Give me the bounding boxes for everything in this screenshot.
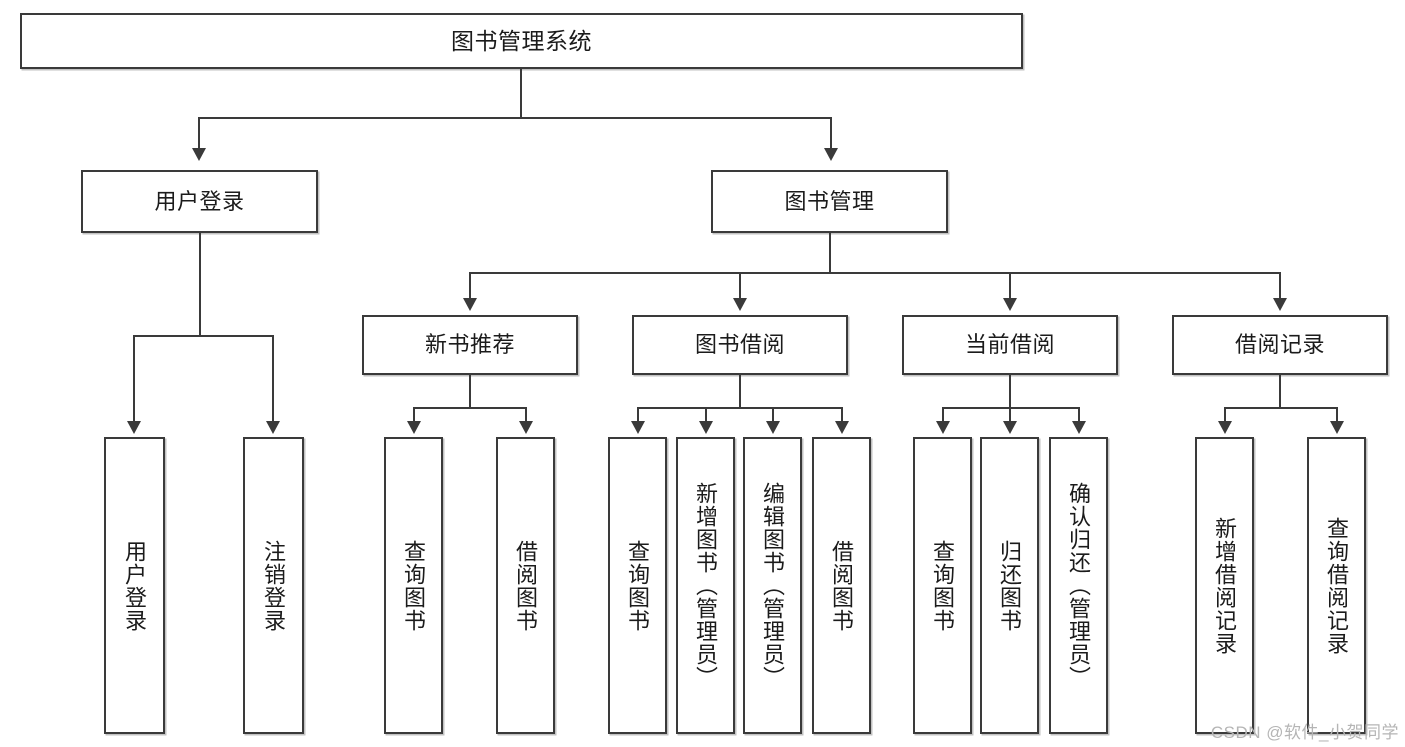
node-current-borrow-label: 当前借阅 (964, 332, 1055, 357)
arrow-cb-leaf-1 (936, 421, 950, 434)
connector-bb-drop-4 (841, 407, 843, 423)
connector-book-manage-bar (469, 272, 1279, 274)
arrow-root-to-user-login (192, 148, 206, 161)
node-book-borrow[interactable]: 图书借阅 (632, 315, 848, 375)
leaf-new-book-rec-2[interactable]: 借阅图书 (496, 437, 555, 734)
leaf-book-borrow-3[interactable]: 编辑图书（管理员） (743, 437, 802, 734)
arrow-bb-leaf-4 (835, 421, 849, 434)
connector-bb-drop-3 (772, 407, 774, 423)
leaf-borrow-record-2-label: 查询借阅记录 (1324, 516, 1350, 655)
connector-bm-drop-2 (739, 272, 741, 300)
leaf-user-login-2-label: 注销登录 (261, 539, 287, 632)
arrow-user-login-leaf-2 (266, 421, 280, 434)
arrow-bb-leaf-2 (699, 421, 713, 434)
connector-br-drop-1 (1224, 407, 1226, 423)
node-borrow-record-label: 借阅记录 (1234, 332, 1325, 357)
connector-user-login-drop-1 (133, 335, 135, 423)
leaf-borrow-record-2[interactable]: 查询借阅记录 (1307, 437, 1366, 734)
node-current-borrow[interactable]: 当前借阅 (902, 315, 1118, 375)
connector-bb-drop-2 (705, 407, 707, 423)
arrow-bm-new-book-rec (463, 298, 477, 311)
csdn-watermark: CSDN @软件_小贺同学 (1210, 723, 1399, 742)
connector-root-to-user-login (198, 117, 200, 150)
leaf-new-book-rec-1-label: 查询图书 (401, 539, 427, 632)
node-borrow-record[interactable]: 借阅记录 (1172, 315, 1388, 375)
node-root-label: 图书管理系统 (451, 27, 592, 54)
leaf-new-book-rec-2-label: 借阅图书 (513, 539, 539, 632)
arrow-br-leaf-1 (1218, 421, 1232, 434)
connector-cb-stem (1009, 375, 1011, 408)
arrow-cb-leaf-2 (1003, 421, 1017, 434)
connector-br-stem (1279, 375, 1281, 408)
leaf-book-borrow-2-label: 新增图书（管理员） (693, 482, 719, 689)
node-new-book-rec[interactable]: 新书推荐 (362, 315, 578, 375)
arrow-bm-book-borrow (733, 298, 747, 311)
leaf-user-login-2[interactable]: 注销登录 (243, 437, 304, 734)
arrow-bm-borrow-record (1273, 298, 1287, 311)
leaf-book-borrow-1[interactable]: 查询图书 (608, 437, 667, 734)
connector-bm-drop-4 (1279, 272, 1281, 300)
arrow-nbr-leaf-2 (519, 421, 533, 434)
leaf-borrow-record-1-label: 新增借阅记录 (1212, 516, 1238, 655)
leaf-book-borrow-4-label: 借阅图书 (829, 539, 855, 632)
arrow-nbr-leaf-1 (407, 421, 421, 434)
node-user-login-label: 用户登录 (154, 188, 245, 214)
connector-root-to-book-manage (830, 117, 832, 150)
leaf-book-borrow-2[interactable]: 新增图书（管理员） (676, 437, 735, 734)
node-book-manage-label: 图书管理 (784, 188, 875, 214)
leaf-current-borrow-1-label: 查询图书 (930, 539, 956, 632)
arrow-br-leaf-2 (1330, 421, 1344, 434)
leaf-current-borrow-2-label: 归还图书 (997, 539, 1023, 632)
node-user-login[interactable]: 用户登录 (81, 170, 318, 233)
leaf-user-login-1-label: 用户登录 (122, 539, 148, 632)
connector-cb-drop-3 (1078, 407, 1080, 423)
connector-br-bar (1224, 407, 1336, 409)
connector-br-drop-2 (1336, 407, 1338, 423)
arrow-bb-leaf-1 (631, 421, 645, 434)
arrow-root-to-book-manage (824, 148, 838, 161)
leaf-user-login-1[interactable]: 用户登录 (104, 437, 165, 734)
connector-nbr-drop-2 (525, 407, 527, 423)
connector-nbr-bar (413, 407, 525, 409)
arrow-bm-current-borrow (1003, 298, 1017, 311)
leaf-book-borrow-1-label: 查询图书 (625, 539, 651, 632)
arrow-user-login-leaf-1 (127, 421, 141, 434)
leaf-current-borrow-3[interactable]: 确认归还（管理员） (1049, 437, 1108, 734)
leaf-current-borrow-3-label: 确认归还（管理员） (1066, 482, 1092, 689)
connector-book-manage-stem (829, 233, 831, 273)
leaf-book-borrow-3-label: 编辑图书（管理员） (760, 482, 786, 689)
node-new-book-rec-label: 新书推荐 (424, 332, 515, 357)
connector-cb-drop-2 (1009, 407, 1011, 423)
node-root[interactable]: 图书管理系统 (20, 13, 1023, 69)
connector-bb-bar (637, 407, 843, 409)
node-book-borrow-label: 图书借阅 (694, 332, 785, 357)
arrow-bb-leaf-3 (766, 421, 780, 434)
connector-root-stem (520, 69, 522, 118)
leaf-current-borrow-1[interactable]: 查询图书 (913, 437, 972, 734)
node-book-manage[interactable]: 图书管理 (711, 170, 948, 233)
leaf-borrow-record-1[interactable]: 新增借阅记录 (1195, 437, 1254, 734)
leaf-book-borrow-4[interactable]: 借阅图书 (812, 437, 871, 734)
arrow-cb-leaf-3 (1072, 421, 1086, 434)
connector-user-login-drop-2 (272, 335, 274, 423)
leaf-current-borrow-2[interactable]: 归还图书 (980, 437, 1039, 734)
connector-nbr-stem (469, 375, 471, 408)
connector-bb-stem (739, 375, 741, 408)
connector-cb-drop-1 (942, 407, 944, 423)
connector-bm-drop-1 (469, 272, 471, 300)
connector-root-bar (198, 117, 832, 119)
connector-nbr-drop-1 (413, 407, 415, 423)
connector-bb-drop-1 (637, 407, 639, 423)
connector-bm-drop-3 (1009, 272, 1011, 300)
connector-user-login-bar (133, 335, 273, 337)
leaf-new-book-rec-1[interactable]: 查询图书 (384, 437, 443, 734)
connector-user-login-stem (199, 233, 201, 336)
